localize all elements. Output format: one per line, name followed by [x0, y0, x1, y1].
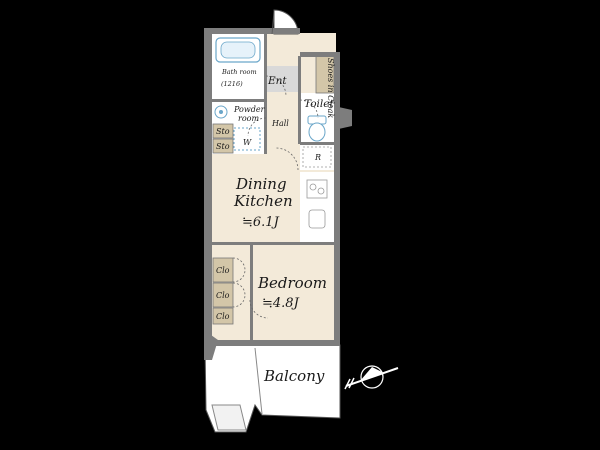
walls: [204, 28, 352, 360]
interior-doors: [232, 9, 319, 319]
hall-label: Hall: [271, 119, 289, 128]
powder-room-label-1: Powder: [233, 105, 266, 114]
closet-label-3: Clo: [216, 312, 230, 321]
balcony-label: Balcony: [263, 367, 325, 385]
balcony-area: [204, 344, 341, 433]
toilet-icon: [307, 115, 327, 142]
dining-kitchen-label-1: Dining: [235, 175, 287, 193]
powder-room-label-2: room: [238, 114, 259, 123]
north-compass-icon: [344, 365, 399, 390]
washbasin-icon: [214, 105, 228, 119]
fridge-space: [300, 144, 334, 170]
entrance-label: Ent: [267, 75, 287, 87]
shoes-in-cloak-label: Shoes in Cloak: [326, 58, 335, 118]
closet-label-1: Clo: [216, 266, 230, 275]
dining-kitchen-area: ≒6.1J: [242, 215, 280, 230]
kitchen-sink-icon: [308, 209, 326, 229]
refrigerator-label: R: [314, 153, 321, 162]
bathroom-label: Bath room: [221, 68, 257, 76]
storage-label-2: Sto: [216, 142, 230, 151]
bedroom-area: ≒4.8J: [262, 296, 300, 311]
bedroom-label: Bedroom: [257, 274, 327, 292]
toilet-label: Toilet: [304, 98, 334, 110]
bathtub-icon: [215, 37, 261, 63]
dining-kitchen-label-2: Kitchen: [233, 192, 293, 210]
stove-icon: [306, 179, 328, 199]
storage-units: [212, 54, 335, 325]
entrance-floor: [265, 66, 300, 92]
storage-label-1: Sto: [216, 127, 230, 136]
entrance-door-icon: [272, 9, 300, 35]
bathroom-size-label: (1216): [221, 80, 243, 88]
washer-area-icon: [233, 127, 261, 151]
washer-label: W: [243, 138, 252, 147]
closet-label-2: Clo: [216, 291, 230, 300]
fridge-icon: [302, 146, 332, 168]
